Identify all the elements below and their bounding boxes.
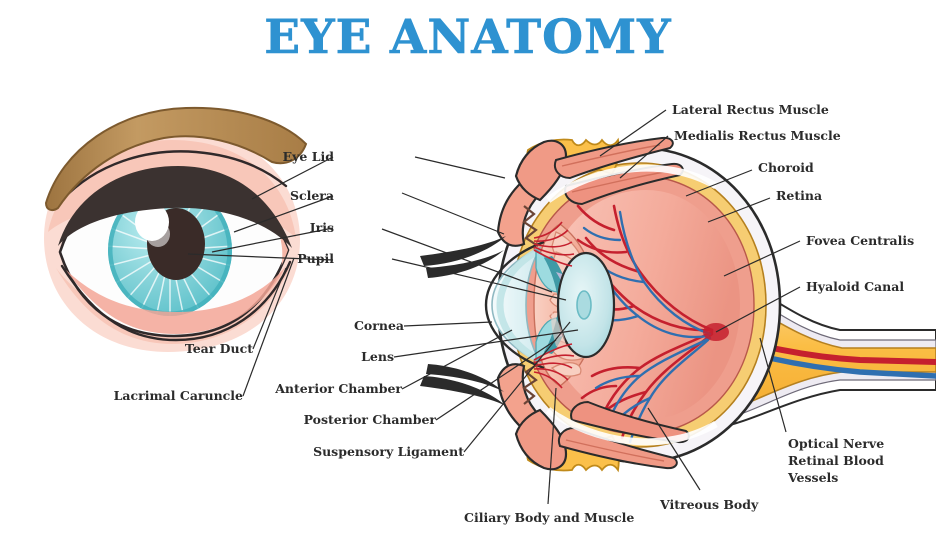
limbus-upper [522,205,539,247]
page-title: EYE ANATOMY [264,10,672,65]
label-anterior-chamber: Anterior Chamber [275,381,402,396]
label-hyaloid-canal: Hyaloid Canal [806,279,905,294]
leader-sclera-right [401,192,505,235]
leader-cornea [403,321,493,327]
label-vessels: Vessels [788,470,839,485]
label-fovea-centralis: Fovea Centralis [806,233,915,248]
label-sclera: Sclera [289,188,334,203]
ciliary-process-fan-upper [533,221,575,267]
eyebrow [44,106,308,212]
upper-eyelid-line [58,166,292,248]
leader-iris-right [381,228,553,293]
rectus-muscle-lower-2 [570,400,690,444]
label-cornea: Cornea [353,318,404,333]
leader-pupil [187,253,334,261]
label-lacrimal-caruncle: Lacrimal Caruncle [113,388,243,403]
front-eye-view [44,106,308,352]
leader-suspensory [463,321,571,453]
label-retina: Retina [776,188,823,203]
outer-wall-bottom [514,408,568,471]
rectus-muscle-lower [558,426,678,470]
leader-eye-lid [251,156,334,200]
leader-choroid [685,169,753,197]
leader-fovea [723,240,801,277]
leader-sclera [233,195,334,233]
cornea [484,240,545,370]
cross-section-view [420,136,936,473]
label-medialis-rectus-muscle: Medialis Rectus Muscle [674,128,841,143]
leader-retina [707,197,771,223]
leader-lateral-rectus [599,109,667,157]
label-eye-lid: Eye Lid [282,149,334,164]
leader-anterior-chamber [401,329,513,390]
label-pupil: Pupil [297,251,334,266]
cornea-inner-shade [496,248,538,362]
leader-vitreous [647,407,701,491]
lower-lid-line [60,260,292,342]
corneal-highlight-soft [146,221,170,247]
label-ciliary-body-and-muscle: Ciliary Body and Muscle [464,510,635,525]
eyelash-lower [420,364,506,406]
leader-lacrimal [242,257,295,397]
leader-tear-duct [252,267,287,350]
label-optical-nerve: Optical Nerve [788,436,885,451]
label-tear-duct: Tear Duct [184,341,253,356]
leader-medialis-rectus [619,135,669,179]
lateral-rectus-muscle-shape [554,136,674,180]
upper-lid-crease [60,150,288,202]
label-lateral-rectus-muscle: Lateral Rectus Muscle [672,102,829,117]
label-suspensory-ligament: Suspensory Ligament [313,444,464,459]
leader-posterior-chamber [435,339,557,421]
leader-optic-nerve [759,337,787,433]
leader-ciliary [547,387,557,505]
label-posterior-chamber: Posterior Chamber [303,412,436,427]
leader-lines [187,109,801,505]
label-retinal-blood: Retinal Blood [788,453,884,468]
label-vitreous-body: Vitreous Body [660,497,759,512]
leader-iris [211,227,334,253]
leader-hyaloid [715,286,801,333]
leader-eye-lid-right [414,156,506,179]
leader-pupil-right [391,258,567,301]
eyelash-upper [420,236,506,278]
lower-lid-rim [66,266,286,334]
sclera-highlight-lower [545,407,718,446]
label-choroid: Choroid [758,160,814,175]
lens-nucleus [576,290,592,320]
outer-wall-top [514,139,568,202]
label-lens: Lens [361,349,394,364]
limbus-lower [522,363,539,405]
label-iris: Iris [309,220,334,235]
